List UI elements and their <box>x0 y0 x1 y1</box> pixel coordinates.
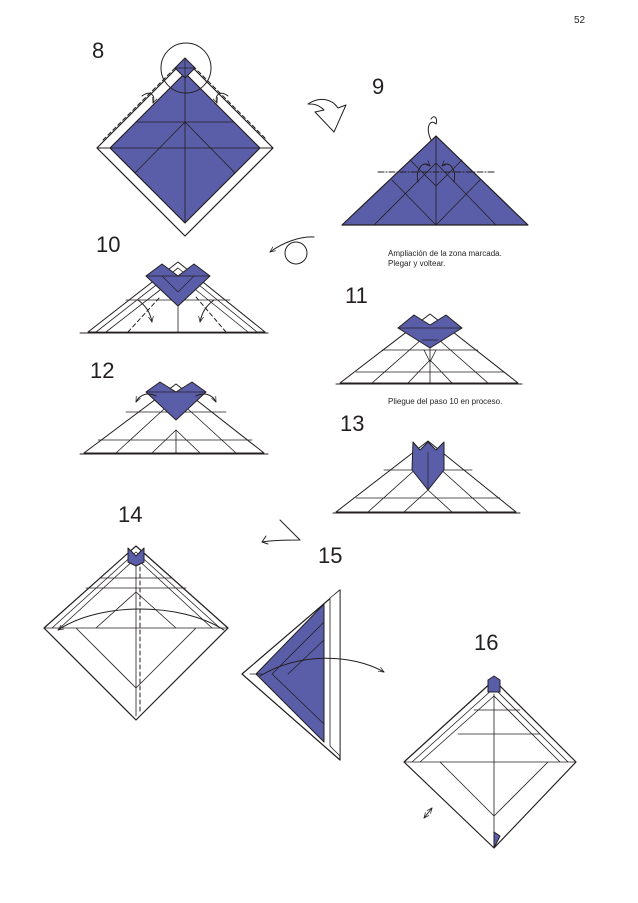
zoom-arrow-icon <box>307 98 347 133</box>
step-number-15: 15 <box>318 543 343 568</box>
step-12-colored-heart <box>145 381 207 421</box>
step-12-diagram <box>79 381 269 455</box>
zoom-note: Ampliación de la zona marcada. Plegar y … <box>388 249 502 269</box>
step-8-fold-arrow-right <box>216 92 229 104</box>
step-number-16: 16 <box>474 630 499 655</box>
step-number-11: 11 <box>345 283 368 308</box>
step-number-9: 9 <box>372 74 385 99</box>
step-number-14: 14 <box>118 502 143 527</box>
step-16-colored-tip <box>487 675 501 693</box>
step-9-triangle <box>341 135 529 226</box>
fold-in-progress-note: Pliegue del paso 10 en proceso. <box>388 397 503 406</box>
zoom-note-line-2: Plegar y voltear. <box>388 259 446 268</box>
step-11-colored-heart <box>397 314 463 349</box>
step-13-diagram <box>332 440 521 514</box>
step-16-diagram <box>403 675 577 849</box>
step-14-diagram <box>43 545 229 721</box>
step-11-diagram <box>335 313 523 385</box>
zoom-note-line-1: Ampliación de la zona marcada. <box>388 249 502 258</box>
step-10-diagram <box>79 261 269 334</box>
step-number-8: 8 <box>92 38 105 63</box>
step-8-diagram <box>96 42 274 237</box>
step-8-fold-arrow-left <box>141 92 154 104</box>
step-8-zoom-circle <box>160 42 212 94</box>
step-9-diagram <box>341 116 529 226</box>
step-number-12: 12 <box>90 358 115 383</box>
step-8-crease-lines <box>109 72 261 224</box>
step-16-outline <box>403 679 577 849</box>
step-number-13: 13 <box>340 411 365 436</box>
step-16-colored-bottom <box>493 831 501 849</box>
step-8-creases-lower <box>109 147 261 224</box>
page-number: 52 <box>574 15 586 26</box>
step-14-colored-tip <box>127 547 145 567</box>
step-number-10: 10 <box>96 232 121 257</box>
step-8-valley-lines <box>102 65 268 141</box>
step-9-arrow-right <box>441 164 456 183</box>
step-9-arrow-left <box>416 164 431 183</box>
step-9-turn-arrow <box>427 116 437 141</box>
rotate-arrow-icon <box>261 519 301 545</box>
step-14-fold-arrow <box>57 608 225 631</box>
step-15-fold-arrow <box>259 657 385 677</box>
turn-over-icon <box>269 236 315 265</box>
step-10-colored-heart <box>145 263 211 307</box>
step-15-diagram <box>241 589 385 761</box>
step-16-small-arrow <box>423 807 433 819</box>
